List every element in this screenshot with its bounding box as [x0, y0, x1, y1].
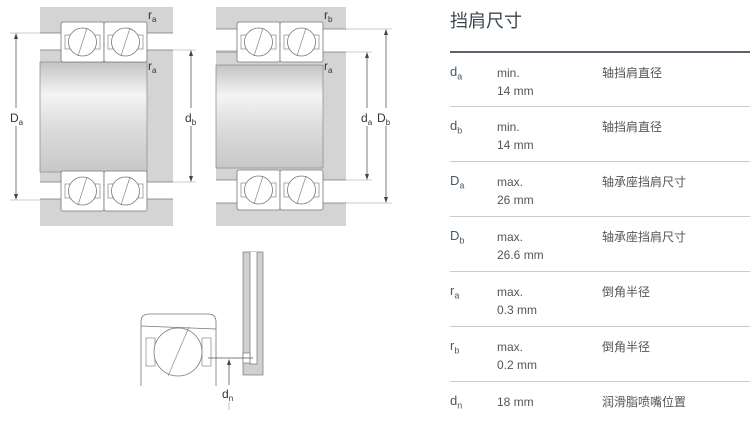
- dimension-row: ra max.0.3 mm 倒角半径: [450, 271, 750, 327]
- label-da: da: [361, 111, 373, 127]
- label-Db: Db: [377, 111, 391, 127]
- label-db: db: [185, 111, 197, 127]
- dimension-symbol: Da: [450, 173, 465, 191]
- label-ra-mid: ra: [324, 59, 333, 75]
- dimension-row: Da max.26 mm 轴承座挡肩尺寸: [450, 161, 750, 217]
- dimension-description: 轴挡肩直径: [602, 66, 663, 80]
- dimension-value: max.26.6 mm: [497, 230, 544, 262]
- label-ra-top: ra: [148, 8, 157, 24]
- right-arrangement-diagram: rb ra da Db: [215, 7, 399, 226]
- dimension-description: 润滑脂喷嘴位置: [602, 395, 687, 409]
- dimension-symbol: Db: [450, 228, 465, 246]
- dimension-value: max.26 mm: [497, 175, 534, 207]
- bearing-abutment-diagrams: ra ra Da db rb ra da Db: [6, 7, 399, 410]
- dimension-description: 倒角半径: [602, 285, 651, 299]
- dimension-value: 18 mm: [497, 395, 534, 409]
- dimension-row: da min.14 mm 轴挡肩直径: [450, 51, 750, 108]
- panel-title: 挡肩尺寸: [450, 11, 522, 31]
- dimension-row: Db max.26.6 mm 轴承座挡肩尺寸: [450, 216, 750, 272]
- dimension-value: max.0.2 mm: [497, 340, 538, 372]
- dimension-symbol: ra: [450, 283, 460, 301]
- dimension-symbol: db: [450, 118, 463, 136]
- dimension-symbol: dn: [450, 393, 463, 411]
- dimension-row: dn 18 mm 润滑脂喷嘴位置: [450, 381, 750, 437]
- dimension-row: db min.14 mm 轴挡肩直径: [450, 106, 750, 162]
- left-arrangement-diagram: ra ra Da db: [6, 7, 201, 226]
- dimension-value: min.14 mm: [497, 120, 534, 152]
- label-ra-mid: ra: [148, 59, 157, 75]
- dimension-value: min.14 mm: [497, 66, 534, 98]
- dimension-description: 倒角半径: [602, 340, 651, 354]
- dimension-symbol: da: [450, 64, 463, 82]
- dimension-description: 轴承座挡肩尺寸: [602, 230, 687, 244]
- dimension-value: max.0.3 mm: [497, 285, 538, 317]
- label-dn: dn: [222, 387, 233, 403]
- label-Da: Da: [10, 111, 24, 127]
- dimension-row: rb max.0.2 mm 倒角半径: [450, 326, 750, 382]
- dimension-description: 轴挡肩直径: [602, 120, 663, 134]
- dimension-description: 轴承座挡肩尺寸: [602, 175, 687, 189]
- nozzle-position-diagram: dn: [140, 251, 264, 410]
- dimension-symbol: rb: [450, 338, 460, 356]
- label-rb-top: rb: [324, 8, 333, 24]
